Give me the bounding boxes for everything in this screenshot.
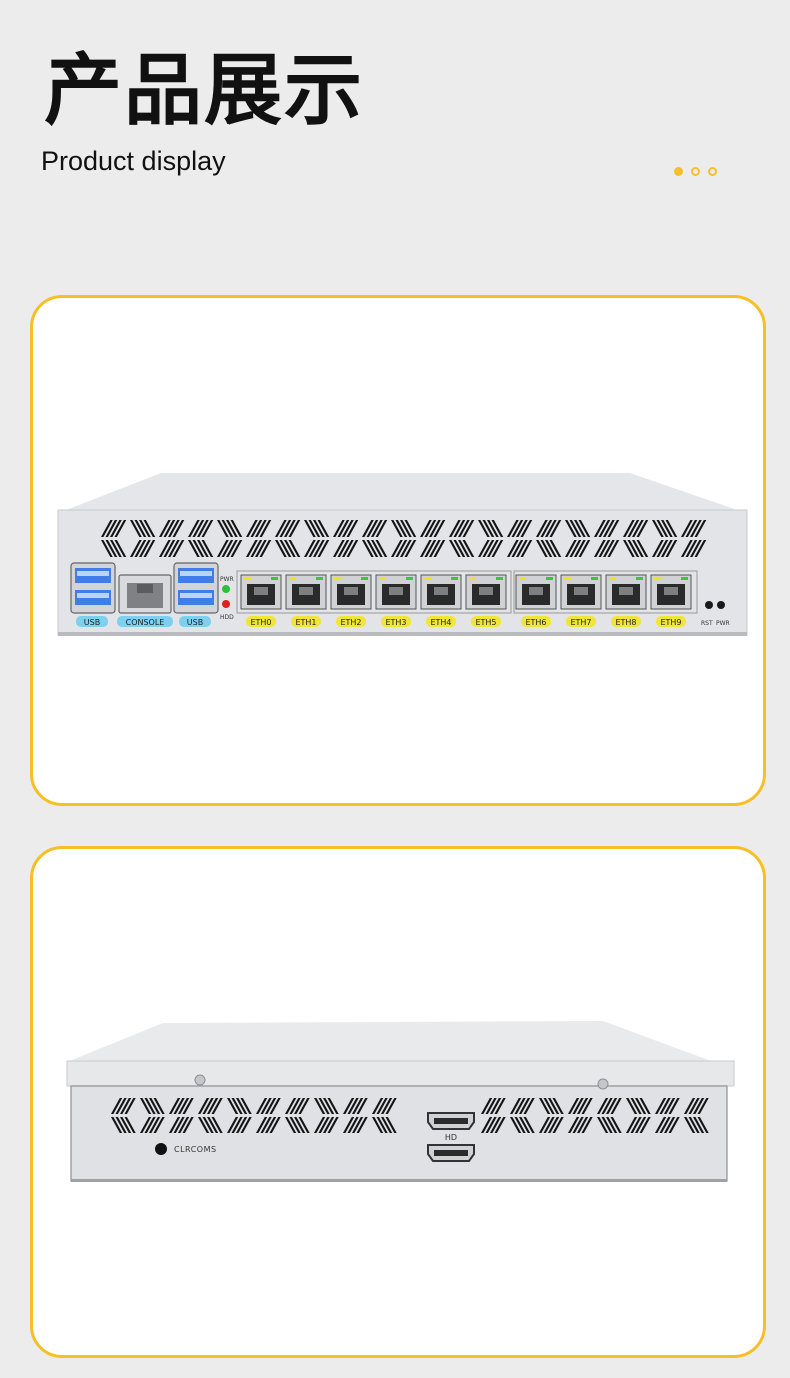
rst-label: RST: [701, 620, 713, 627]
page-subtitle: Product display: [41, 146, 226, 176]
product-image-front-card: USB CONSOLE USB PWR HDD ETH0 ETH1 ETH2 ETH3…: [30, 295, 766, 806]
eth-label-eth3: ETH3: [385, 618, 406, 627]
usb-port-left[interactable]: [70, 562, 116, 614]
device-rear-illustration: HD CLRCOMS: [66, 1021, 735, 1182]
page-title: 产品展示: [44, 46, 365, 136]
eth-label-eth0: ETH0: [250, 618, 271, 627]
eth-label-eth9: ETH9: [660, 618, 681, 627]
console-label: CONSOLE: [126, 618, 165, 627]
console-port[interactable]: [118, 574, 172, 614]
device-top-surface: [61, 473, 743, 512]
hdd-led-label: HDD: [220, 614, 234, 621]
clrcmos-label: CLRCOMS: [174, 1145, 217, 1154]
power-button[interactable]: [717, 601, 725, 609]
device-top-surface: [67, 1021, 733, 1069]
carousel-dot-active[interactable]: [674, 167, 683, 176]
hd-label: HD: [445, 1133, 457, 1142]
vent-grille: [111, 1098, 709, 1133]
eth-label-badge: [291, 616, 321, 627]
eth-label-eth7: ETH7: [570, 618, 591, 627]
ethernet-port-eth2[interactable]: [330, 574, 372, 610]
eth-label-eth6: ETH6: [525, 618, 546, 627]
usb-label-left: USB: [84, 618, 100, 627]
eth-label-eth1: ETH1: [295, 618, 316, 627]
eth-label-eth4: ETH4: [430, 618, 451, 627]
eth-label-badge: [566, 616, 596, 627]
vent-grille: [101, 520, 707, 557]
eth-label-badge: [426, 616, 456, 627]
ethernet-port-eth9[interactable]: [650, 574, 692, 610]
hdmi-port-top[interactable]: [427, 1112, 475, 1130]
eth-label-eth5: ETH5: [475, 618, 496, 627]
ethernet-port-eth1[interactable]: [285, 574, 327, 610]
ethernet-port-eth4[interactable]: [420, 574, 462, 610]
hdmi-port-bottom[interactable]: [427, 1144, 475, 1162]
screw-icon: [597, 1078, 609, 1090]
eth-label-badge: [336, 616, 366, 627]
product-image-rear-card: HD CLRCOMS: [30, 846, 766, 1358]
screw-icon: [194, 1074, 206, 1086]
carousel-dot[interactable]: [708, 167, 717, 176]
ethernet-ports: ETH0 ETH1 ETH2 ETH3 ETH4 ETH5 ETH6 ETH7 ETH8 ETH9: [240, 574, 692, 627]
ethernet-port-eth8[interactable]: [605, 574, 647, 610]
ethernet-port-eth6[interactable]: [515, 574, 557, 610]
usb-label-right: USB: [187, 618, 203, 627]
ethernet-port-eth3[interactable]: [375, 574, 417, 610]
ethernet-port-eth0[interactable]: [240, 574, 282, 610]
usb-port-right[interactable]: [173, 562, 219, 614]
eth-label-badge: [521, 616, 551, 627]
carousel-indicator[interactable]: [674, 167, 717, 176]
eth-label-eth2: ETH2: [340, 618, 361, 627]
eth-label-badge: [611, 616, 641, 627]
device-front-illustration: USB CONSOLE USB PWR HDD ETH0 ETH1 ETH2 ETH3…: [57, 473, 748, 636]
carousel-dot[interactable]: [691, 167, 700, 176]
clear-cmos-button[interactable]: [155, 1143, 167, 1155]
eth-label-badge: [656, 616, 686, 627]
pwr-led-label: PWR: [220, 576, 234, 583]
ethernet-port-eth7[interactable]: [560, 574, 602, 610]
reset-button[interactable]: [705, 601, 713, 609]
eth-label-badge: [381, 616, 411, 627]
ethernet-port-eth5[interactable]: [465, 574, 507, 610]
pwr-led-icon: [222, 585, 230, 593]
eth-label-badge: [471, 616, 501, 627]
eth-label-eth8: ETH8: [615, 618, 636, 627]
hdd-led-icon: [222, 600, 230, 608]
eth-label-badge: [246, 616, 276, 627]
power-button-label: PWR: [716, 620, 730, 627]
